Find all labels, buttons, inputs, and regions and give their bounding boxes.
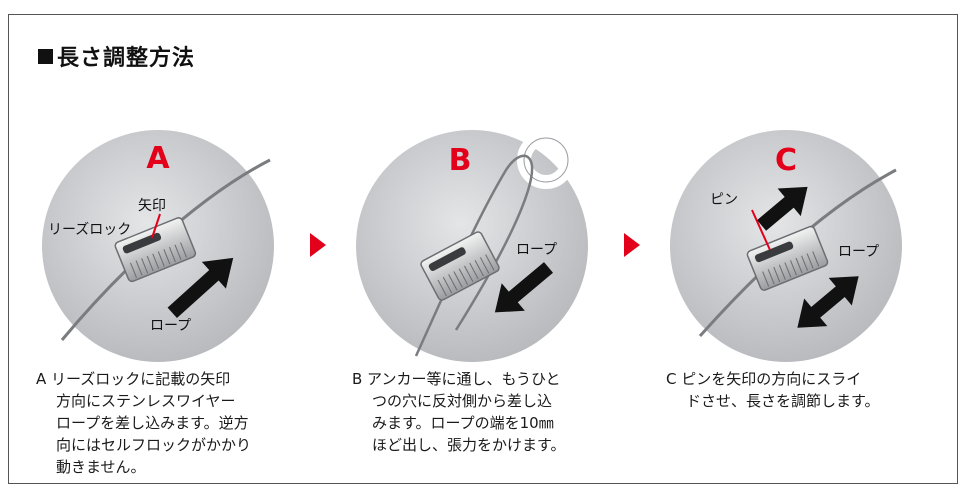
rope-label: ロープ (150, 318, 191, 334)
pointer-line (751, 209, 771, 251)
caption-line: ロープを差し込みます。逆方 (56, 414, 249, 432)
lock-device (420, 231, 500, 301)
caption-line: C ピンを矢印の方向にスライ (666, 370, 862, 388)
step-separator-arrow-icon (310, 233, 326, 257)
caption-line: みます。ロープの端を10㎜ (372, 414, 554, 432)
lock-device (746, 225, 829, 291)
caption-line: 方向にステンレスワイヤー (56, 392, 236, 410)
caption-line: ほど出し、張力をかけます。 (372, 436, 566, 454)
step-letter: A (146, 141, 170, 176)
insert-arrow-icon (167, 257, 234, 318)
caption-line: ドさせ、長さを調節します。 (686, 392, 880, 410)
square-bullet-icon (38, 48, 53, 64)
section-title-text: 長さ調整方法 (57, 46, 196, 71)
step-b-caption: B アンカー等に通し、もうひと つの穴に反対側から差し込 みます。ロープの端を1… (352, 368, 566, 456)
arrow-mark-label: 矢印 (138, 198, 166, 214)
pin-label: ピン (710, 192, 738, 208)
caption-line: A リーズロックに記載の矢印 (36, 370, 231, 388)
slide-arrow-icon (757, 186, 808, 231)
step-separator-arrow-icon (624, 233, 640, 257)
step-c-illustration: C ピン ロープ (670, 130, 902, 362)
caption-line: 向にはセルフロックがかかり (56, 436, 252, 454)
device-label: リーズロック (48, 222, 131, 238)
step-letter: C (775, 143, 797, 178)
rope-label: ロープ (838, 244, 879, 260)
step-letter: B (449, 143, 472, 178)
step-a-caption: A リーズロックに記載の矢印 方向にステンレスワイヤー ロープを差し込みます。逆… (36, 368, 251, 478)
step-a-illustration: A 矢印 リーズロック ロープ (42, 130, 274, 362)
caption-line: 動きません。 (56, 458, 146, 476)
caption-line: つの穴に反対側から差し込 (372, 392, 553, 410)
insert-arrow-icon (494, 262, 554, 313)
lock-device (114, 217, 197, 283)
section-title: 長さ調整方法 (38, 40, 195, 72)
adjust-length-arrow-icon (797, 276, 859, 328)
rope-label: ロープ (516, 242, 557, 258)
step-c-caption: C ピンを矢印の方向にスライ ドさせ、長さを調節します。 (666, 368, 880, 412)
caption-line: B アンカー等に通し、もうひと (352, 370, 561, 388)
pointer-line (151, 213, 161, 239)
step-b-illustration: B ロープ (356, 130, 588, 362)
